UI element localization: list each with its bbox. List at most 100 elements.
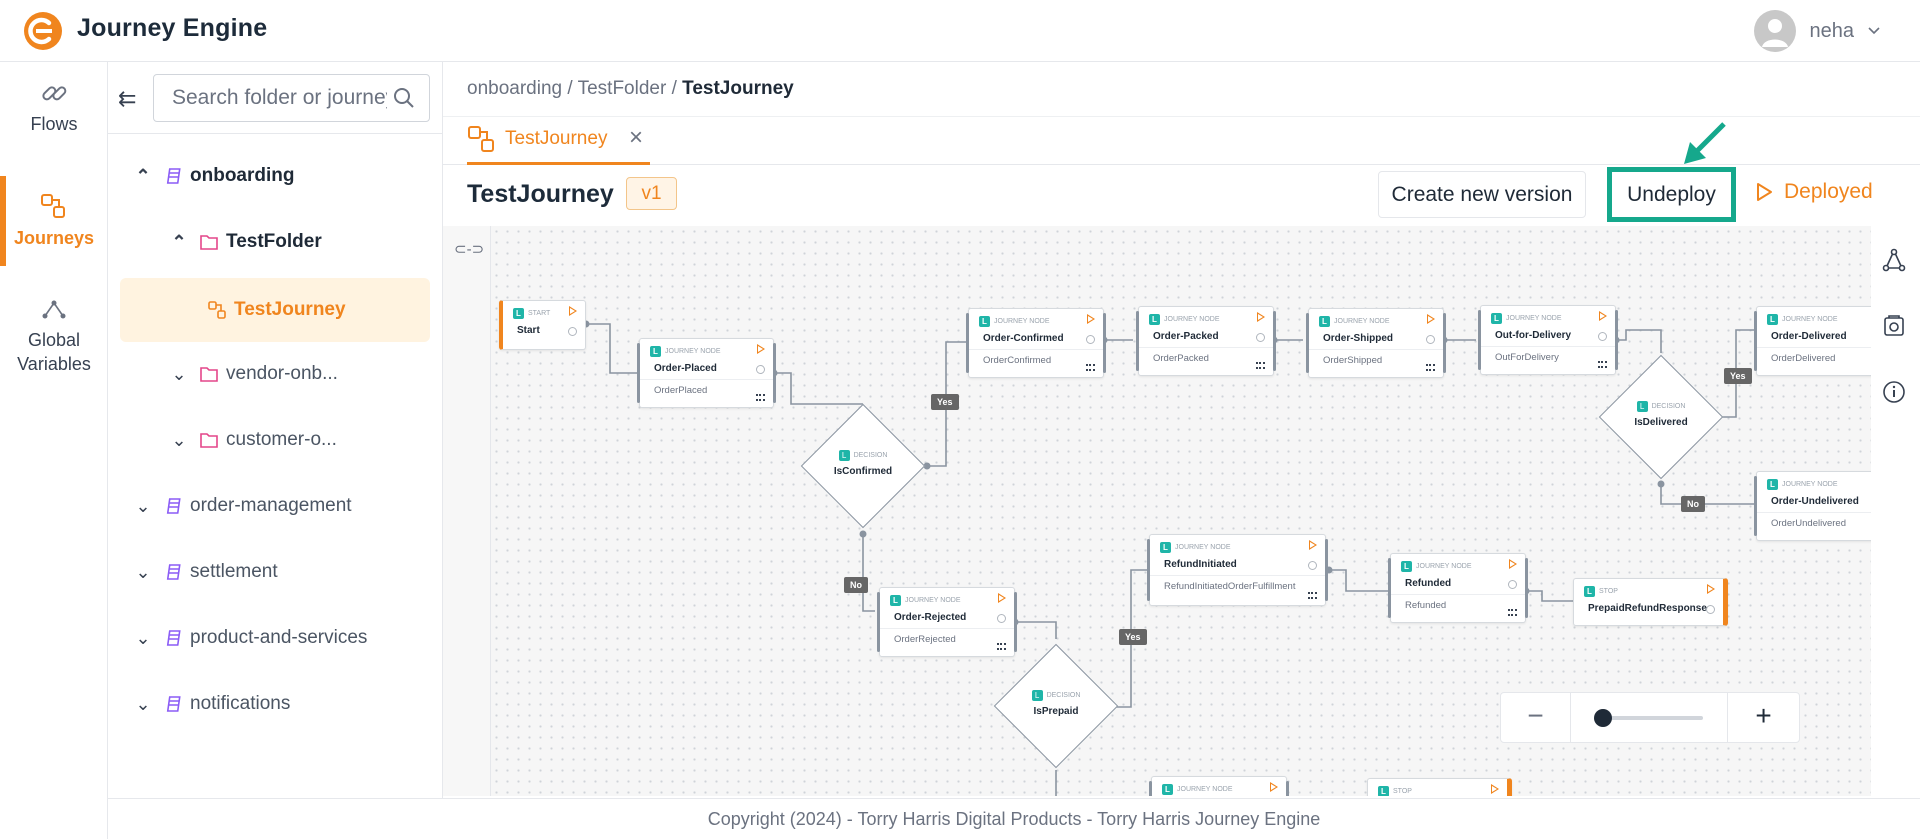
play-icon[interactable]	[1257, 312, 1265, 322]
list-icon[interactable]	[756, 394, 765, 401]
info-icon[interactable]	[1256, 333, 1265, 342]
list-icon[interactable]	[997, 643, 1006, 650]
play-icon[interactable]	[757, 344, 765, 354]
info-icon[interactable]	[1598, 332, 1607, 341]
info-icon[interactable]	[1086, 335, 1095, 344]
search-icon[interactable]	[392, 86, 416, 110]
chevron-down-icon[interactable]: ⌄	[135, 627, 151, 648]
info-icon[interactable]	[1706, 605, 1715, 614]
node-name: Order-Shipped	[1323, 333, 1394, 344]
node-name: Start	[517, 325, 540, 336]
node-kind: JOURNEY NODE	[1782, 480, 1838, 488]
info-icon[interactable]	[1426, 335, 1435, 344]
play-icon[interactable]	[1707, 584, 1715, 594]
tree-item-product-and-services[interactable]: ⌄ product-and-services	[128, 606, 367, 670]
nav-item-journeys[interactable]: Journeys	[0, 192, 108, 249]
info-icon[interactable]	[1882, 380, 1906, 404]
play-icon[interactable]	[1509, 559, 1517, 569]
node-name: Order-Undelivered	[1771, 496, 1859, 507]
list-icon[interactable]	[1308, 592, 1317, 599]
play-icon[interactable]	[569, 306, 577, 316]
user-menu[interactable]: neha	[1753, 10, 1881, 52]
play-icon[interactable]	[1270, 782, 1278, 792]
play-icon	[1757, 183, 1772, 201]
list-icon[interactable]	[1508, 609, 1517, 616]
chevron-down-icon[interactable]: ⌄	[135, 561, 151, 582]
play-icon[interactable]	[1491, 784, 1499, 794]
info-icon[interactable]	[997, 614, 1006, 623]
tree-item-testfolder[interactable]: ⌃ TestFolder	[164, 210, 321, 274]
connector-icon[interactable]: ⊂-⊃	[454, 241, 485, 258]
breadcrumb-onboarding[interactable]: onboarding	[467, 78, 563, 99]
info-icon[interactable]	[1508, 580, 1517, 589]
zoom-out-button[interactable]: −	[1501, 693, 1571, 742]
chevron-up-icon[interactable]: ⌃	[135, 165, 151, 186]
chevron-down-icon[interactable]: ⌄	[135, 495, 151, 516]
close-icon[interactable]: ×	[629, 124, 644, 151]
tab-testjourney[interactable]: TestJourney	[467, 116, 650, 165]
snapshot-icon[interactable]	[1882, 314, 1906, 338]
create-new-version-button[interactable]: Create new version	[1378, 171, 1586, 218]
tree-item-settlement[interactable]: ⌄ settlement	[128, 540, 278, 604]
layout-graph-icon[interactable]	[1882, 248, 1906, 272]
journey-engine-logo-icon[interactable]	[22, 10, 64, 52]
tree-item-notifications[interactable]: ⌄ notifications	[128, 672, 290, 736]
tree-item-testjourney[interactable]: TestJourney	[120, 278, 430, 342]
app-title: Journey Engine	[77, 14, 268, 42]
list-icon[interactable]	[1598, 361, 1607, 368]
search-input[interactable]	[153, 74, 430, 122]
footer: Copyright (2024) - Torry Harris Digital …	[108, 798, 1920, 839]
play-icon[interactable]	[1599, 311, 1607, 321]
chevron-down-icon[interactable]: ⌄	[171, 429, 187, 450]
undeploy-button[interactable]: Undeploy	[1607, 167, 1736, 222]
zoom-slider-handle[interactable]	[1594, 709, 1612, 727]
play-icon[interactable]	[1087, 314, 1095, 324]
list-icon[interactable]	[1086, 364, 1095, 371]
decision-kind: DECISION	[853, 452, 888, 459]
info-icon[interactable]	[568, 327, 577, 336]
chevron-down-icon[interactable]	[1868, 27, 1880, 35]
tree-item-customer-onboarding[interactable]: ⌄ customer-o...	[164, 408, 336, 472]
zoom-in-button[interactable]: +	[1727, 693, 1799, 742]
deployed-status[interactable]: Deployed	[1754, 180, 1873, 204]
collapse-panel-icon[interactable]: ⇇	[118, 86, 137, 111]
info-icon[interactable]	[756, 365, 765, 374]
chevron-down-icon[interactable]: ⌄	[135, 693, 151, 714]
node-kind: JOURNEY NODE	[1782, 315, 1838, 323]
breadcrumb-testfolder[interactable]: TestFolder	[577, 78, 667, 99]
node-name: RefundInitiated	[1164, 559, 1237, 570]
avatar[interactable]	[1753, 10, 1796, 52]
tree-item-onboarding[interactable]: ⌃ onboarding	[128, 144, 294, 208]
info-icon[interactable]	[1308, 561, 1317, 570]
play-icon[interactable]	[998, 593, 1006, 603]
nav-item-global-variables[interactable]: Global Variables	[0, 298, 108, 376]
list-icon[interactable]	[1256, 362, 1265, 369]
chevron-up-icon[interactable]: ⌃	[171, 231, 187, 252]
tree-item-label: settlement	[190, 561, 278, 582]
tree-item-order-management[interactable]: ⌄ order-management	[128, 474, 351, 538]
tree-item-vendor-onboarding[interactable]: ⌄ vendor-onb...	[164, 342, 338, 406]
play-icon[interactable]	[1427, 314, 1435, 324]
nav-item-flows[interactable]: Flows	[0, 78, 108, 135]
zoom-slider[interactable]	[1601, 716, 1703, 720]
breadcrumb-current: TestJourney	[682, 78, 794, 99]
play-icon[interactable]	[1309, 540, 1317, 550]
chevron-down-icon[interactable]: ⌄	[171, 363, 187, 384]
list-icon[interactable]	[1426, 364, 1435, 371]
